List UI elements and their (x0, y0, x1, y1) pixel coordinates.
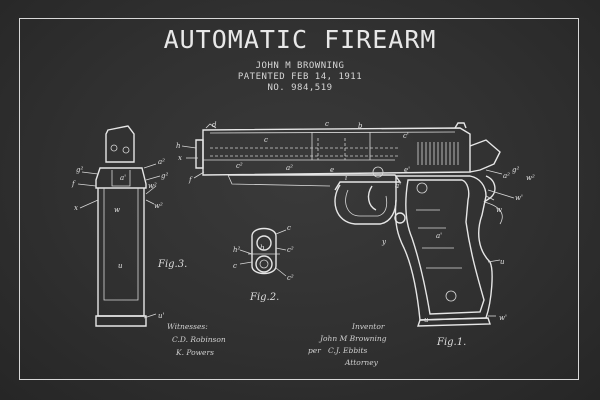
svg-text:a': a' (120, 174, 126, 182)
witness-signature-2: K. Powers (176, 348, 214, 357)
attorney-label: Attorney (345, 358, 378, 367)
border-frame (19, 18, 579, 380)
patent-number: NO. 984,519 (267, 83, 333, 93)
svg-text:c: c (233, 262, 237, 270)
page-title: AUTOMATIC FIREARM (163, 25, 437, 54)
svg-text:w': w' (499, 314, 507, 322)
svg-text:a²: a² (158, 158, 165, 166)
svg-text:a': a' (395, 182, 401, 190)
svg-text:w²: w² (526, 174, 535, 182)
svg-text:g²: g² (76, 166, 83, 174)
witness-signature-1: C.D. Robinson (172, 335, 226, 344)
svg-text:d: d (212, 121, 217, 129)
svg-text:u': u' (158, 312, 165, 320)
svg-text:x: x (178, 154, 182, 162)
svg-text:w': w' (515, 194, 523, 202)
svg-text:f: f (71, 180, 76, 188)
fig1-pistol-drawing: c b d c' c h x c² a² e e' f i a' a² w² g… (176, 120, 535, 327)
patent-date: PATENTED FEB 14, 1911 (237, 72, 363, 82)
inventor-heading: Inventor (352, 322, 385, 331)
svg-text:c': c' (403, 132, 409, 140)
svg-text:w: w (496, 206, 502, 214)
svg-text:c²: c² (287, 274, 294, 282)
svg-text:g²: g² (161, 172, 168, 180)
svg-text:y: y (381, 238, 387, 246)
svg-text:w: w (114, 206, 120, 214)
svg-text:u: u (118, 262, 123, 270)
svg-text:u: u (500, 258, 505, 266)
svg-text:a': a' (436, 232, 442, 240)
inventor-line: JOHN M BROWNING (255, 61, 345, 71)
svg-text:w²: w² (148, 182, 157, 190)
witnesses-heading: Witnesses: (167, 322, 208, 331)
svg-text:e: e (330, 166, 334, 174)
fig2-detail-drawing: h² c c c² c² b (233, 224, 294, 282)
svg-text:e': e' (404, 166, 410, 174)
svg-text:w²: w² (154, 202, 163, 210)
svg-text:h: h (176, 142, 181, 150)
per-label: per (308, 346, 321, 355)
attorney-signature: C.J. Ebbits (328, 346, 368, 355)
fig2-label: Fig.2. (250, 292, 280, 303)
svg-text:b: b (358, 122, 363, 130)
svg-text:i: i (345, 174, 347, 182)
svg-text:g²: g² (512, 166, 519, 174)
svg-text:c: c (325, 120, 329, 128)
svg-text:a²: a² (503, 172, 510, 180)
svg-text:f: f (188, 176, 193, 184)
svg-text:c²: c² (236, 162, 243, 170)
svg-text:h²: h² (233, 246, 241, 254)
svg-text:x: x (74, 204, 78, 212)
svg-text:c: c (287, 224, 291, 232)
svg-text:c: c (264, 136, 268, 144)
svg-text:c²: c² (287, 246, 294, 254)
svg-text:a²: a² (286, 164, 293, 172)
svg-text:u: u (424, 316, 429, 324)
fig3-end-view-drawing: g² f x a² g² w² w² w u u' a' (71, 125, 168, 327)
fig3-label: Fig.3. (158, 259, 188, 270)
fig1-label: Fig.1. (437, 337, 467, 348)
inventor-signature: John M Browning (320, 334, 387, 343)
svg-text:b: b (260, 244, 265, 252)
